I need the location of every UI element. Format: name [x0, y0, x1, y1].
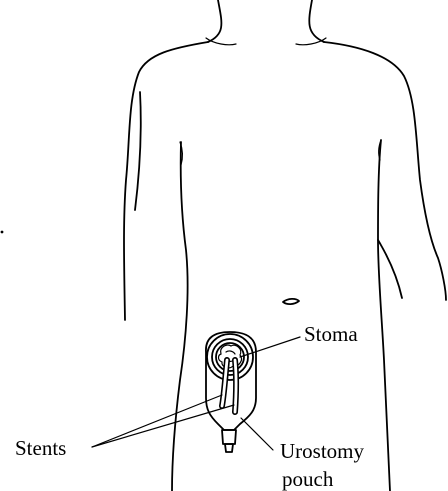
left-torso-side [172, 142, 188, 491]
right-shoulder-arm [324, 42, 446, 300]
stents-leader-lower [92, 405, 234, 447]
pouch-label-line2: pouch [282, 467, 334, 491]
flange-middle-ring [212, 339, 248, 375]
left-arm-inner [135, 92, 141, 210]
flange-outer-ring [207, 334, 253, 380]
left-shoulder-torso [124, 42, 208, 320]
neck-right [309, 0, 324, 42]
pouch-label-line1: Urostomy [280, 439, 365, 463]
left-mark [1, 231, 4, 234]
stents-leader-upper [92, 395, 222, 447]
stents [222, 360, 236, 412]
pouch-tip [225, 444, 233, 452]
stoma-leader [240, 337, 300, 357]
leader-lines [92, 337, 300, 450]
pouch-leader [241, 418, 273, 450]
right-arm-inner [378, 240, 402, 298]
left-collarbone [206, 38, 236, 45]
neck-left [208, 0, 221, 42]
navel [283, 299, 299, 304]
stents-label: Stents [15, 436, 66, 460]
stoma-label: Stoma [304, 322, 358, 346]
right-torso-side [378, 140, 390, 491]
stoma-flange [207, 334, 253, 380]
right-collarbone [296, 38, 326, 45]
pouch-valve [222, 430, 236, 444]
